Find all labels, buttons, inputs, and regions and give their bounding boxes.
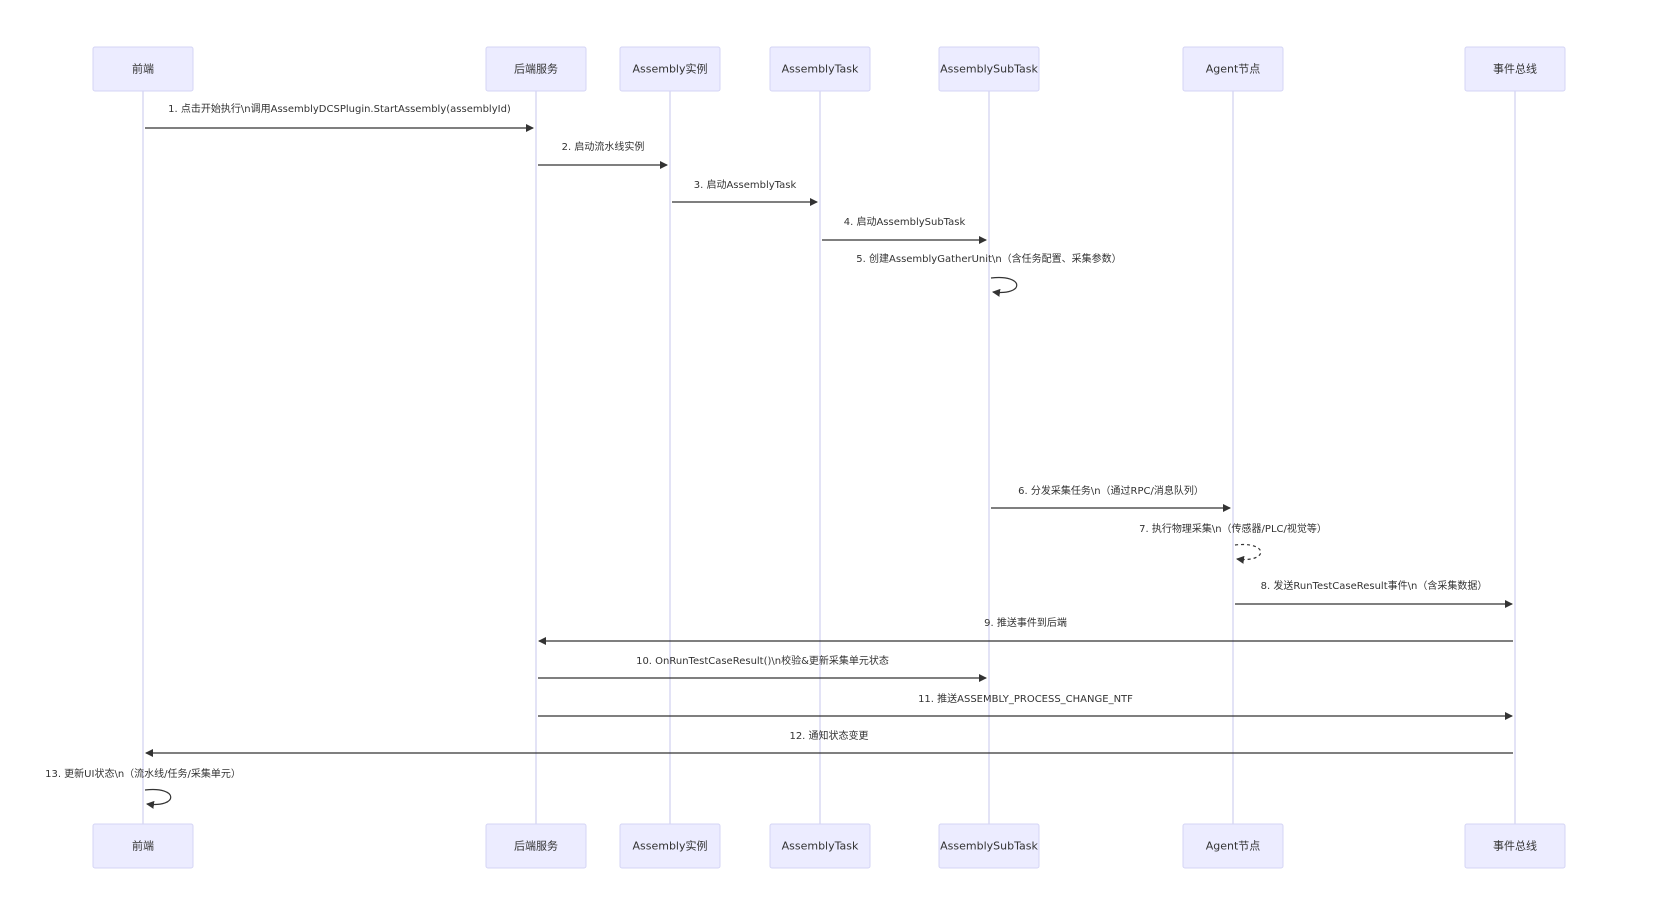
message-label: 9. 推送事件到后端 [984, 616, 1067, 629]
actor-box [485, 46, 587, 92]
actor-label: AssemblyTask [782, 840, 859, 853]
message-label: 10. OnRunTestCaseResult()\n校验&更新采集单元状态 [636, 654, 889, 667]
actor-box [769, 823, 871, 869]
message-3: 3. 启动AssemblyTask [672, 178, 818, 206]
actor-agent-bottom: Agent节点 [1182, 823, 1284, 869]
actor-label: 前端 [132, 62, 154, 76]
message-2: 2. 启动流水线实例 [538, 140, 668, 169]
message-label: 3. 启动AssemblyTask [694, 178, 797, 191]
actor-label: AssemblySubTask [940, 63, 1038, 76]
actor-label: AssemblyTask [782, 63, 859, 76]
actor-label: Assembly实例 [632, 62, 707, 76]
message-12: 12. 通知状态变更 [145, 729, 1513, 757]
actor-box [1182, 46, 1284, 92]
message-label: 6. 分发采集任务\n（通过RPC/消息队列） [1018, 484, 1204, 497]
message-7: 7. 执行物理采集\n（传感器/PLC/视觉等） [1139, 522, 1327, 564]
actor-box [938, 823, 1040, 869]
message-label: 4. 启动AssemblySubTask [844, 215, 966, 228]
message-10: 10. OnRunTestCaseResult()\n校验&更新采集单元状态 [538, 654, 987, 682]
message-label: 1. 点击开始执行\n调用AssemblyDCSPlugin.StartAsse… [168, 102, 511, 115]
actor-label: 后端服务 [514, 840, 558, 853]
message-label: 7. 执行物理采集\n（传感器/PLC/视觉等） [1139, 522, 1327, 535]
actor-label: AssemblySubTask [940, 840, 1038, 853]
message-label: 2. 启动流水线实例 [562, 140, 645, 153]
actors-bottom-group: 前端 后端服务 Assembly实例 AssemblyTask AssemblySubT… [92, 823, 1566, 869]
message-11: 11. 推送ASSEMBLY_PROCESS_CHANGE_NTF [538, 692, 1513, 720]
actor-assembly_task-bottom: AssemblyTask [769, 823, 871, 869]
actor-frontend-bottom: 前端 [92, 823, 194, 869]
actor-label: 前端 [132, 839, 154, 853]
message-4: 4. 启动AssemblySubTask [822, 215, 987, 244]
message-arrow [144, 788, 172, 809]
actor-event_bus-bottom: 事件总线 [1464, 823, 1566, 869]
actor-frontend-top: 前端 [92, 46, 194, 92]
actor-label: Agent节点 [1206, 840, 1261, 853]
message-label: 8. 发送RunTestCaseResult事件\n（含采集数据） [1261, 579, 1488, 592]
actor-box [92, 823, 194, 869]
actor-box [1464, 823, 1566, 869]
message-arrow [990, 276, 1018, 297]
message-5: 5. 创建AssemblyGatherUnit\n（含任务配置、采集参数） [856, 252, 1122, 297]
message-1: 1. 点击开始执行\n调用AssemblyDCSPlugin.StartAsse… [145, 102, 534, 132]
actor-box [485, 823, 587, 869]
message-8: 8. 发送RunTestCaseResult事件\n（含采集数据） [1235, 579, 1513, 608]
actor-box [619, 823, 721, 869]
message-label: 5. 创建AssemblyGatherUnit\n（含任务配置、采集参数） [856, 252, 1121, 265]
actor-assembly_instance-bottom: Assembly实例 [619, 823, 721, 869]
actor-label: 事件总线 [1493, 839, 1537, 853]
actor-assembly_task-top: AssemblyTask [769, 46, 871, 92]
message-label: 11. 推送ASSEMBLY_PROCESS_CHANGE_NTF [918, 692, 1133, 705]
actor-assembly_instance-top: Assembly实例 [619, 46, 721, 92]
actors-top-group: 前端 后端服务 Assembly实例 AssemblyTask AssemblySubT… [92, 46, 1566, 92]
actor-box [92, 46, 194, 92]
message-label: 13. 更新UI状态\n（流水线/任务/采集单元） [45, 767, 241, 780]
actor-box [1464, 46, 1566, 92]
messages-group: 1. 点击开始执行\n调用AssemblyDCSPlugin.StartAsse… [45, 102, 1513, 809]
message-13: 13. 更新UI状态\n（流水线/任务/采集单元） [45, 767, 241, 809]
actor-assembly_subtask-top: AssemblySubTask [938, 46, 1040, 92]
message-arrow [1234, 543, 1262, 564]
lifelines-group [142, 91, 1516, 824]
actor-backend-bottom: 后端服务 [485, 823, 587, 869]
actor-agent-top: Agent节点 [1182, 46, 1284, 92]
actor-label: Assembly实例 [632, 839, 707, 853]
actor-label: 后端服务 [514, 63, 558, 76]
actor-box [769, 46, 871, 92]
actor-event_bus-top: 事件总线 [1464, 46, 1566, 92]
actor-assembly_subtask-bottom: AssemblySubTask [938, 823, 1040, 869]
message-9: 9. 推送事件到后端 [538, 616, 1513, 645]
actor-box [938, 46, 1040, 92]
actor-box [619, 46, 721, 92]
message-6: 6. 分发采集任务\n（通过RPC/消息队列） [991, 484, 1231, 512]
actor-label: Agent节点 [1206, 63, 1261, 76]
actor-label: 事件总线 [1493, 62, 1537, 76]
actor-backend-top: 后端服务 [485, 46, 587, 92]
actor-box [1182, 823, 1284, 869]
message-label: 12. 通知状态变更 [789, 729, 868, 742]
